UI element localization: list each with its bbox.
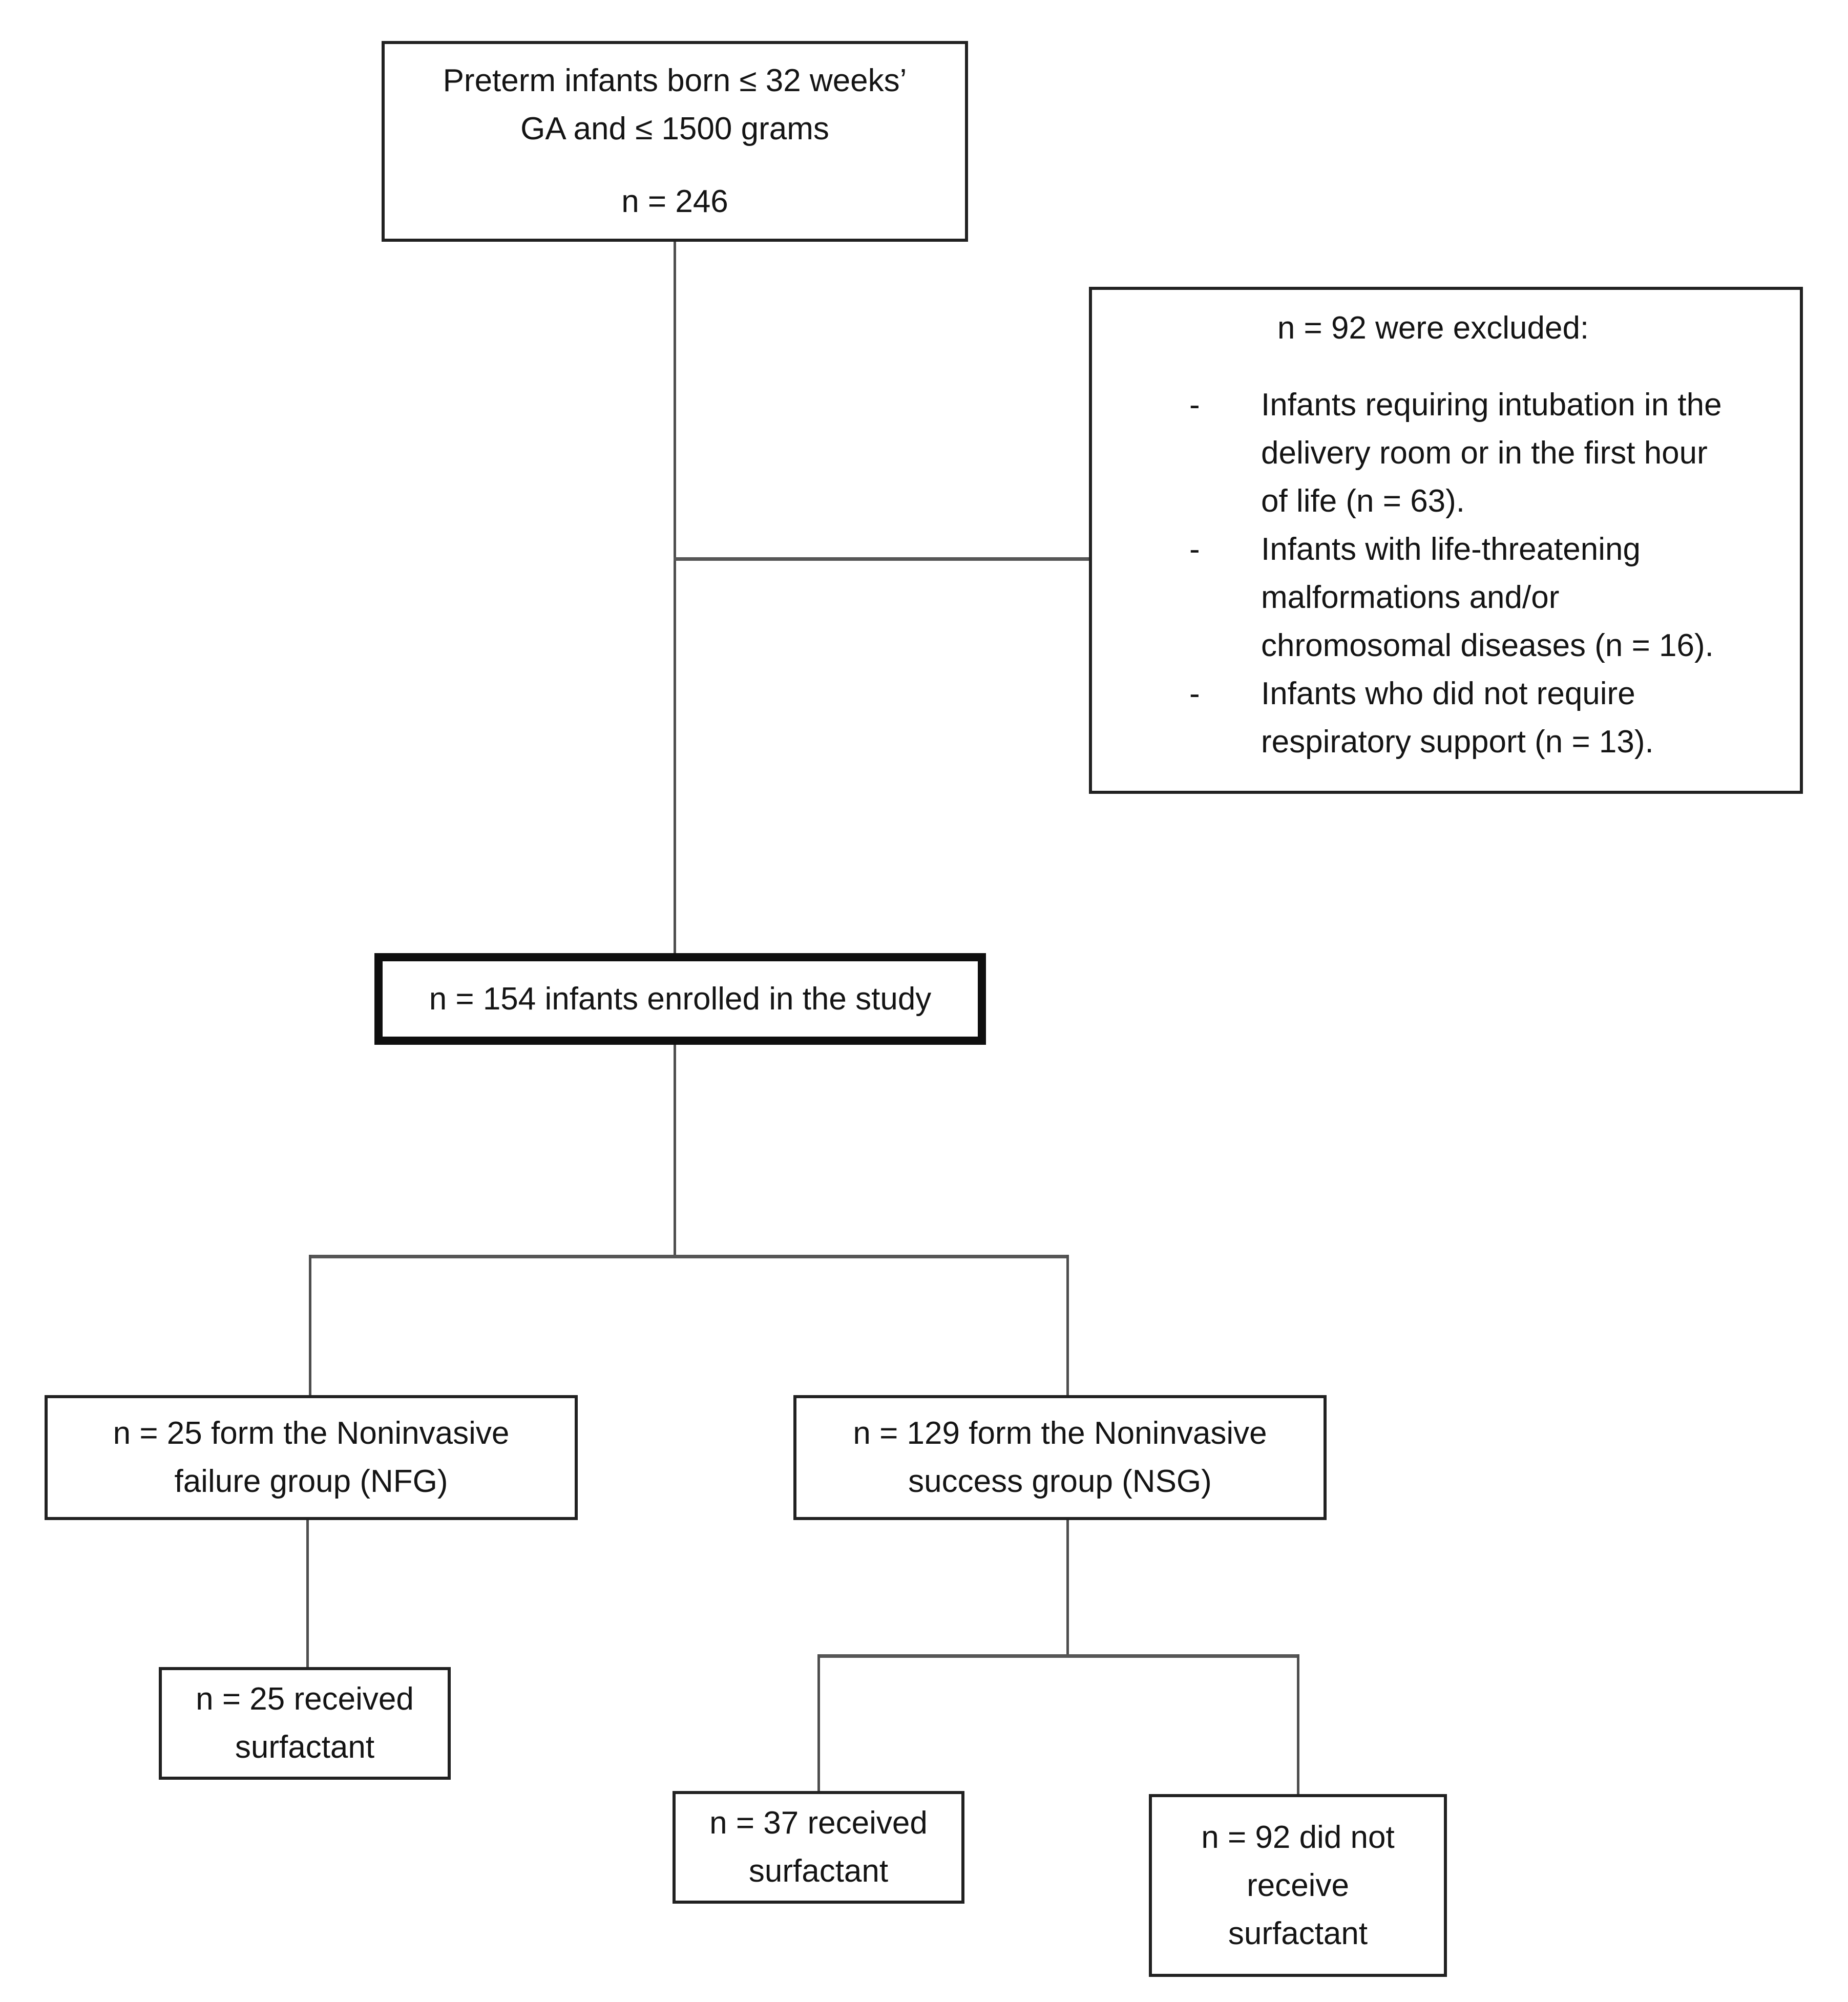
surf25-line-1: n = 25 received <box>196 1681 414 1717</box>
enrolled-text: n = 154 infants enrolled in the study <box>429 981 932 1017</box>
nosurf92-line-1: n = 92 did not <box>1201 1819 1395 1855</box>
nfg-line-1: n = 25 form the Noninvasive <box>113 1416 510 1451</box>
nosurf92-line-2: receive <box>1247 1867 1349 1903</box>
eligible-population-box: Preterm infants born ≤ 32 weeks’ GA and … <box>382 41 968 242</box>
surf37-line-2: surfactant <box>748 1853 889 1889</box>
excluded-bullet-1-line-1: Infants requiring intubation in the <box>1261 387 1722 423</box>
connector-split-to-nsg <box>1066 1255 1069 1397</box>
connector-nsg-to-split <box>1066 1518 1069 1657</box>
excluded-bullet-3-line-2: respiratory support (n = 13). <box>1261 724 1654 760</box>
excluded-bullet-2-line-2: malformations and/or <box>1261 580 1560 615</box>
nsg-line-2: success group (NSG) <box>908 1464 1212 1499</box>
excluded-bullet-3-line-1: Infants who did not require <box>1261 676 1635 711</box>
connector-group-split <box>309 1255 1069 1258</box>
nsg-no-surfactant-box: n = 92 did not receive surfactant <box>1149 1794 1447 1977</box>
nfg-line-2: failure group (NFG) <box>174 1464 448 1499</box>
excluded-bullet-2-line-1: Infants with life-threatening <box>1261 532 1641 567</box>
noninvasive-success-group-box: n = 129 form the Noninvasive success gro… <box>793 1395 1327 1520</box>
bullet-dash-icon: - <box>1189 387 1200 423</box>
surf37-line-1: n = 37 received <box>709 1805 928 1841</box>
nfg-received-surfactant-box: n = 25 received surfactant <box>159 1667 451 1780</box>
noninvasive-failure-group-box: n = 25 form the Noninvasive failure grou… <box>45 1395 578 1520</box>
excluded-bullet-1-line-3: of life (n = 63). <box>1261 483 1465 519</box>
excluded-bullet-no-respiratory-support: - Infants who did not require respirator… <box>1092 670 1774 766</box>
excluded-bullet-1-line-2: delivery room or in the first hour <box>1261 435 1708 471</box>
connector-eligible-to-enrolled <box>674 239 676 956</box>
excluded-bullet-2-line-3: chromosomal diseases (n = 16). <box>1261 628 1714 663</box>
eligible-line-1: Preterm infants born ≤ 32 weeks’ <box>443 63 907 98</box>
connector-enrolled-to-split <box>674 1043 676 1258</box>
connector-split-to-surf37 <box>817 1654 820 1793</box>
connector-split-to-nfg <box>309 1255 311 1397</box>
connector-to-excluded <box>674 557 1091 561</box>
excluded-bullet-malformations: - Infants with life-threatening malforma… <box>1092 525 1774 670</box>
surf25-line-2: surfactant <box>235 1730 375 1765</box>
excluded-title: n = 92 were excluded: <box>1277 310 1589 346</box>
excluded-box: n = 92 were excluded: - Infants requirin… <box>1089 287 1803 794</box>
bullet-dash-icon: - <box>1189 676 1200 711</box>
nosurf92-line-3: surfactant <box>1228 1915 1368 1951</box>
eligible-count: n = 246 <box>621 184 728 219</box>
enrolled-box: n = 154 infants enrolled in the study <box>374 953 986 1045</box>
connector-split-to-nosurf92 <box>1297 1654 1299 1796</box>
bullet-dash-icon: - <box>1189 532 1200 567</box>
nsg-line-1: n = 129 form the Noninvasive <box>853 1416 1267 1451</box>
connector-nfg-to-surfactant <box>306 1518 309 1669</box>
connector-surfactant-split <box>817 1654 1299 1658</box>
nsg-received-surfactant-box: n = 37 received surfactant <box>673 1791 964 1904</box>
excluded-bullet-intubation: - Infants requiring intubation in the de… <box>1092 381 1774 525</box>
eligible-line-2: GA and ≤ 1500 grams <box>520 111 829 146</box>
